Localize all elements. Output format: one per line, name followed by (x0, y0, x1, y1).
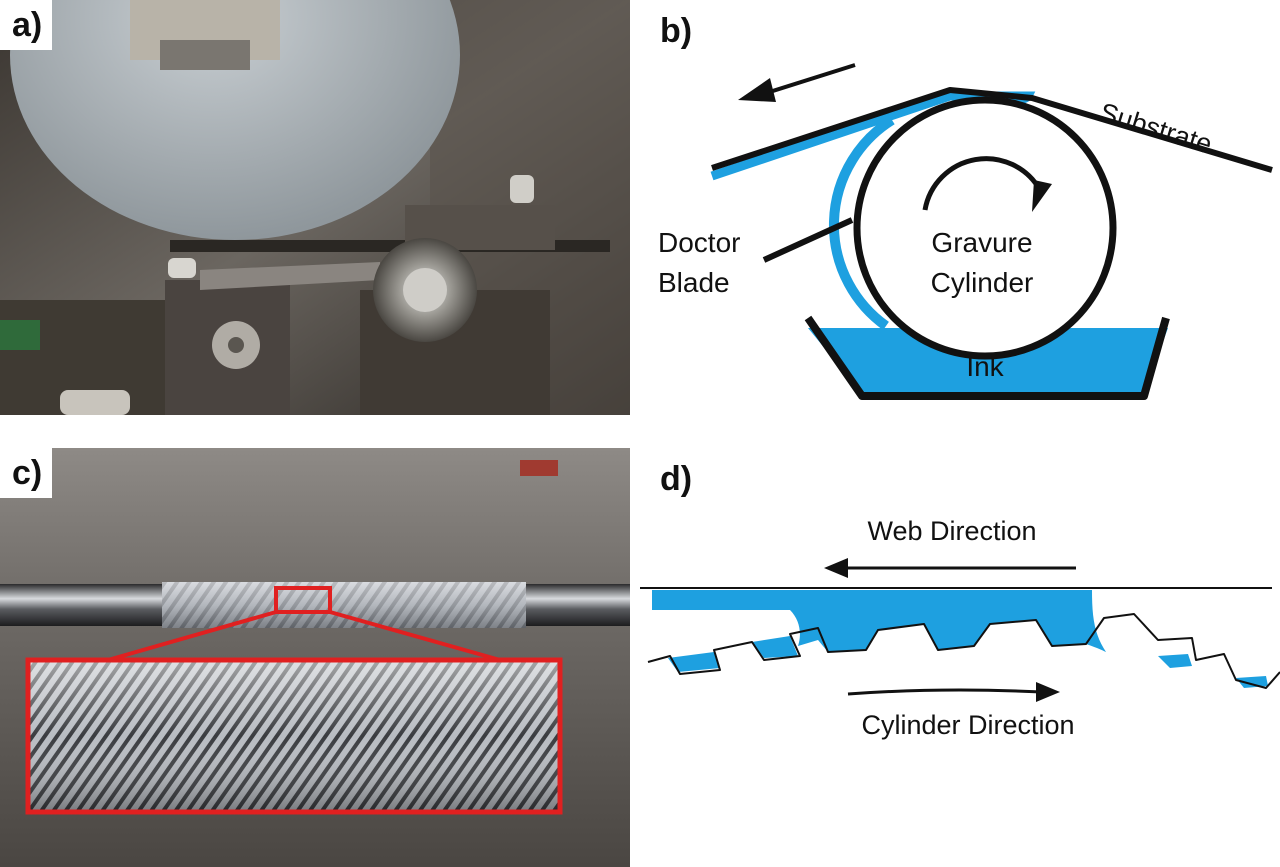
engraved-cylinder-photo (0, 448, 630, 867)
gravure-press-photo (0, 0, 630, 415)
rotation-arrow (922, 156, 1043, 211)
panel-b-schematic: Substrate Doctor Blade Gravure Cylinder … (640, 0, 1280, 430)
cylinder-direction-label: Cylinder Direction (861, 710, 1074, 740)
cell-filling-diagram: Web Direction Cylinder Direction (640, 516, 1280, 740)
web-motion-arrowhead (738, 78, 776, 102)
web-direction-label: Web Direction (867, 516, 1036, 546)
gravure-schematic: Substrate Doctor Blade Gravure Cylinder … (658, 63, 1273, 400)
doctor-blade-label-line1: Doctor (658, 227, 740, 258)
ink-label: Ink (966, 351, 1004, 382)
cylinder-direction-arrow (847, 688, 1043, 696)
panel-d-diagram: Web Direction Cylinder Direction d) (640, 448, 1280, 867)
cylinder-direction-arrowhead (1036, 682, 1060, 702)
web-direction-arrowhead (824, 558, 848, 578)
ink-cell-1 (668, 652, 720, 672)
panel-d-label: d) (648, 454, 703, 504)
rotation-arrowhead (1032, 180, 1052, 212)
ink-cell-2 (752, 636, 798, 658)
cylinder-ink-film (828, 115, 895, 331)
zoom-inset (25, 657, 563, 815)
doctor-blade (762, 217, 854, 263)
panel-a-photo: a) (0, 0, 630, 415)
panel-a-label: a) (0, 0, 53, 50)
web-motion-arrow (759, 63, 856, 97)
cylinder-surface-cells (647, 613, 1280, 689)
ink-cell-3 (1158, 654, 1192, 668)
cylinder-label-line1: Gravure (931, 227, 1032, 258)
panel-b-label: b) (648, 6, 703, 56)
highlight-box (274, 586, 332, 614)
gravure-cylinder (853, 96, 1117, 360)
ink-transfer-region (652, 590, 1106, 652)
ink-bath (808, 328, 1168, 394)
cylinder-label-line2: Cylinder (931, 267, 1034, 298)
panel-c-photo: c) (0, 448, 630, 867)
zoom-line-left (107, 610, 277, 662)
panel-c-label: c) (0, 448, 53, 498)
substrate-line (711, 87, 1273, 173)
zoom-line-right (329, 610, 501, 662)
substrate-label: Substrate (1096, 97, 1215, 159)
doctor-blade-label-line2: Blade (658, 267, 730, 298)
ink-cell-4 (1236, 676, 1268, 688)
ink-tray (804, 315, 1170, 400)
